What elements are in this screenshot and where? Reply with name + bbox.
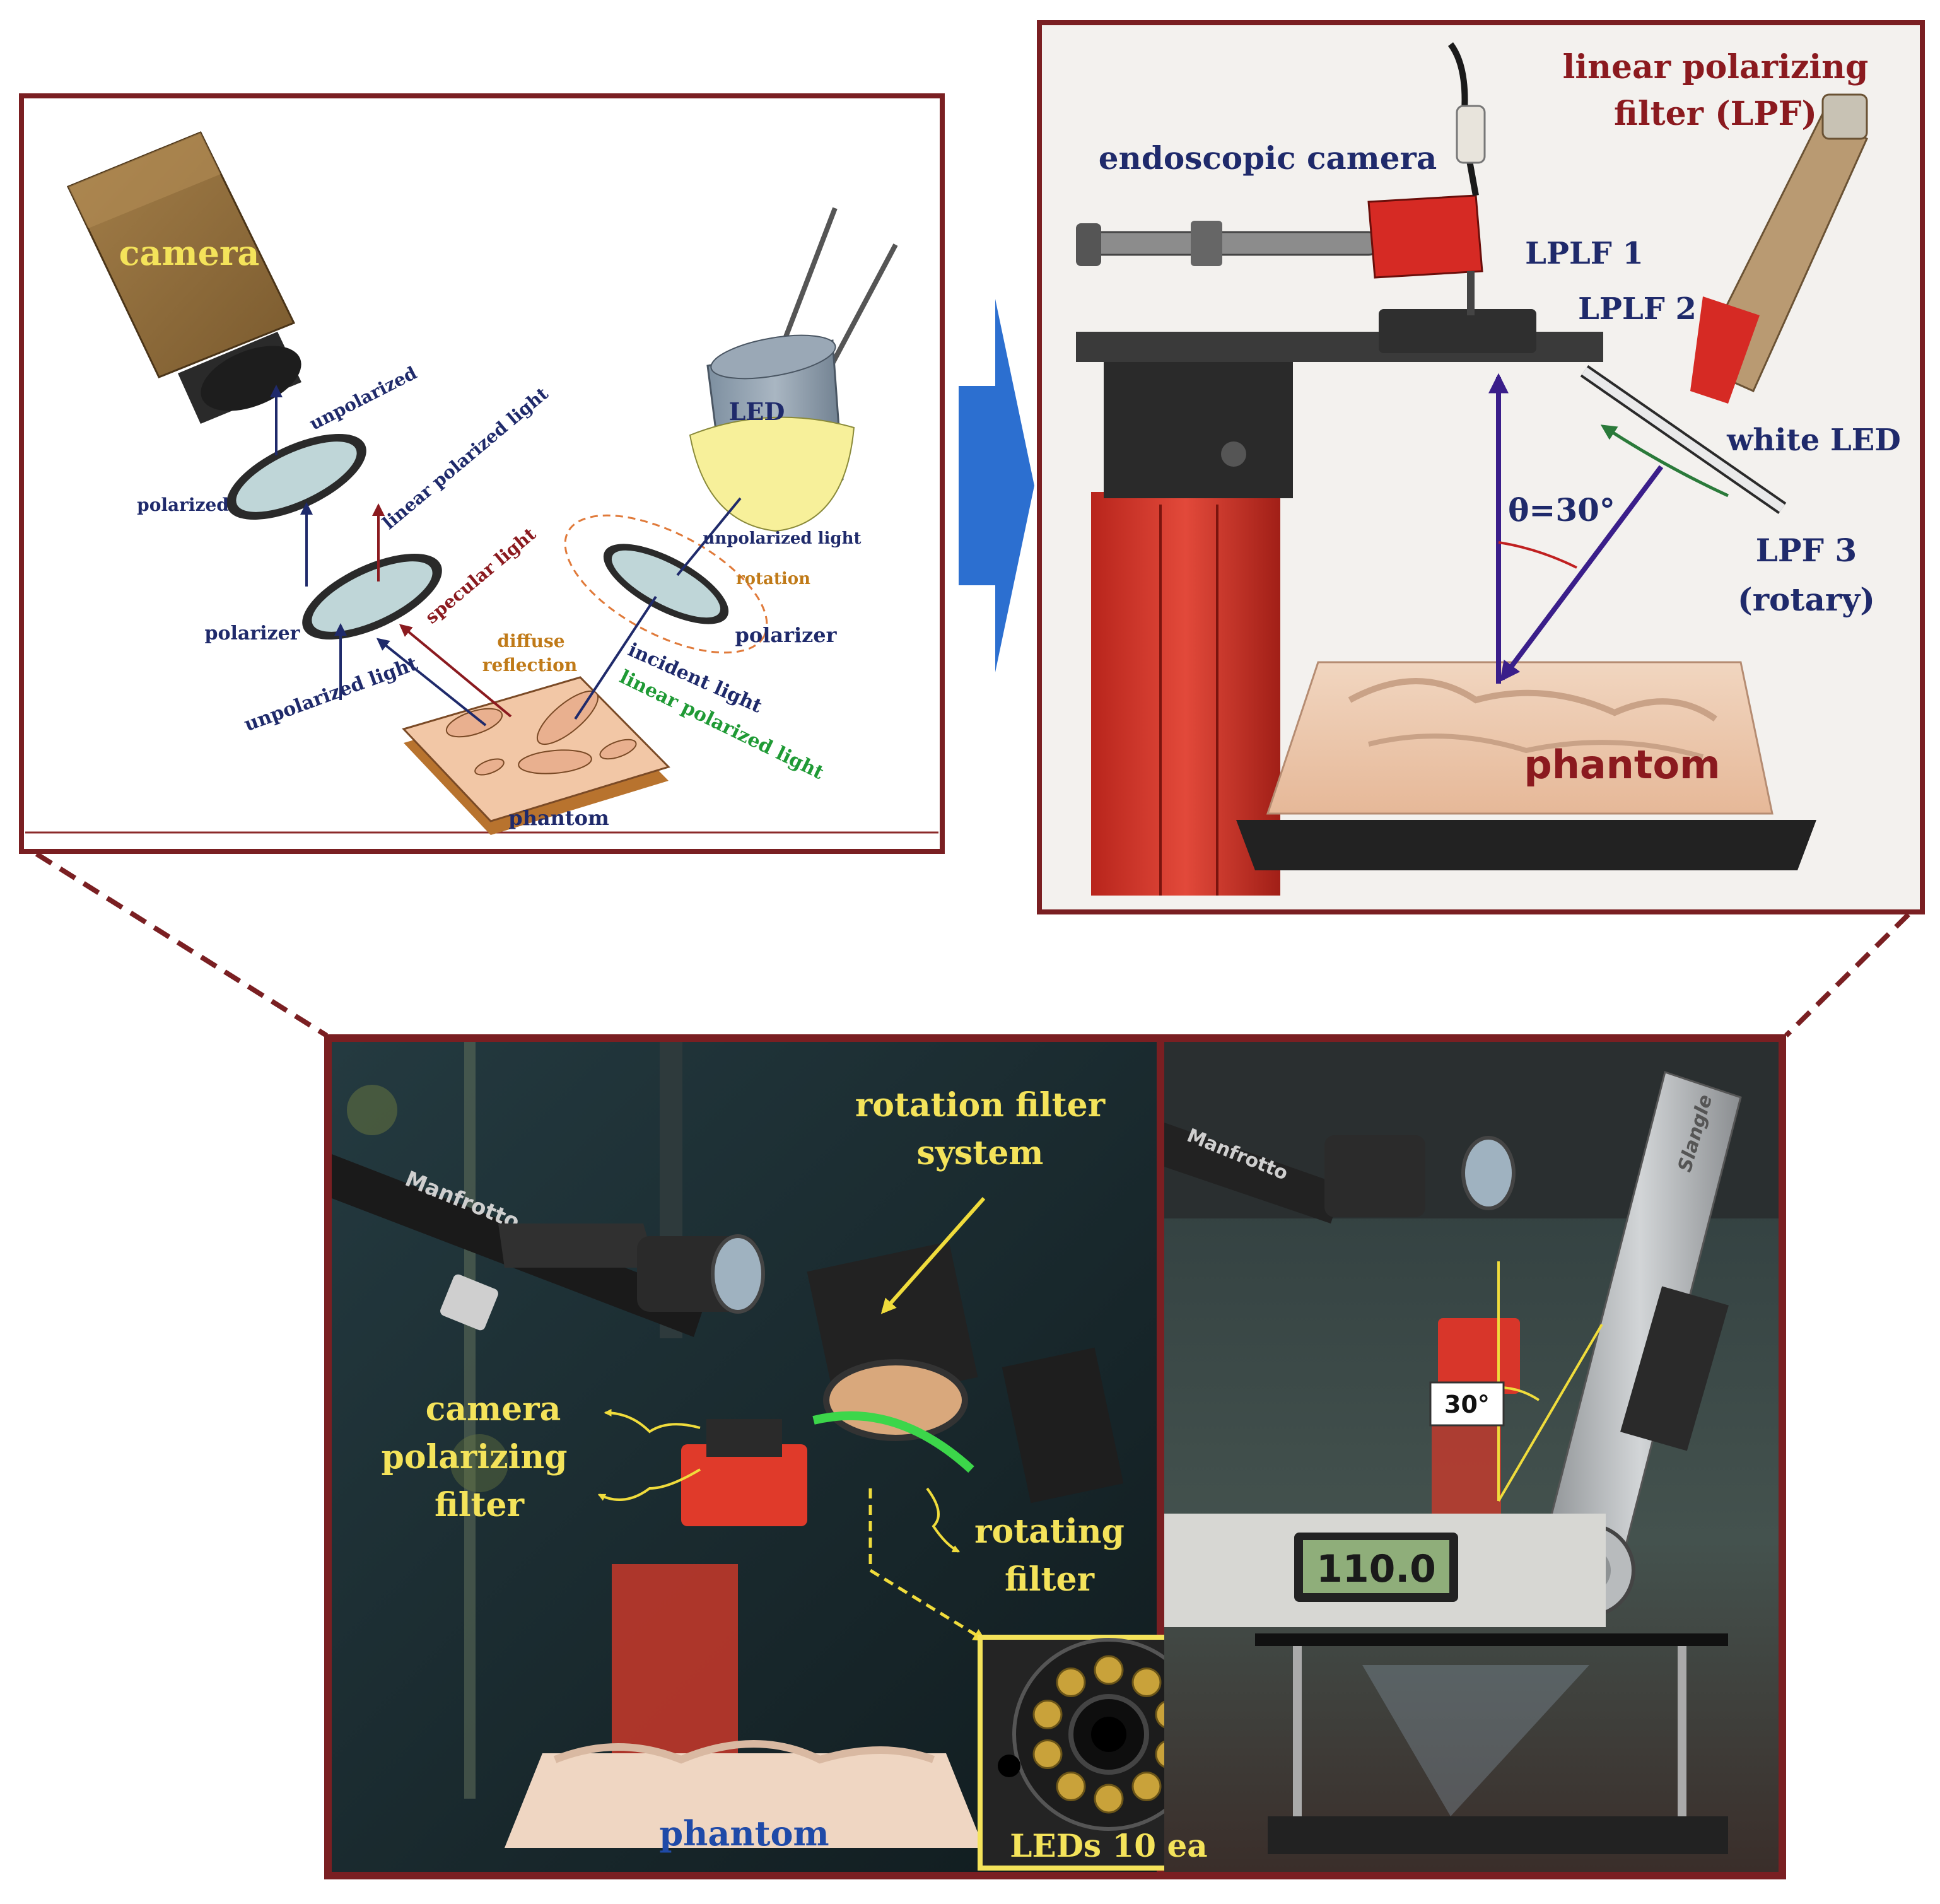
leds-label: LEDs 10 ea [1010, 1827, 1207, 1864]
rotating-filter-label-line1: rotating [974, 1512, 1125, 1551]
lower-polarizer-icon [302, 553, 442, 640]
display-reading: 110.0 [1316, 1547, 1436, 1591]
bottom-photo-panel: Manfrotto [324, 1034, 1786, 1879]
theta-label: θ=30° [1508, 491, 1615, 529]
diffuse-label: diffuse [497, 631, 564, 651]
filter-housing [1379, 309, 1536, 353]
led-dot [1056, 1772, 1086, 1801]
polarizer-right-label: polarizer [735, 623, 837, 647]
lpf-label-line1: linear polarizing [1563, 48, 1869, 86]
white-led-label: white LED [1726, 423, 1901, 458]
leds-dashed-arrow [868, 1488, 986, 1642]
led-dot [1056, 1667, 1086, 1697]
camera-label: camera [119, 233, 260, 273]
angle-label: 30° [1444, 1391, 1490, 1418]
camera-icon [66, 131, 301, 424]
led-icon [689, 207, 898, 532]
rotary-arc-arrow [1600, 424, 1729, 498]
setup-photo-panel: endoscopic camera linear polarizing filt… [1037, 20, 1925, 914]
led-dot [1094, 1655, 1124, 1685]
led-label: LED [729, 397, 785, 426]
lpf3-label-line2: (rotary) [1738, 581, 1875, 618]
lpf-clamp-icon [1690, 93, 1868, 404]
rotation-dashed-ring [564, 514, 768, 654]
process-arrow-icon [959, 299, 1034, 672]
right-polarizer-icon [564, 514, 768, 654]
right-connector-line [1784, 913, 1910, 1037]
led-dot [1032, 1700, 1063, 1729]
rotation-filter-label-line1: rotation filter [855, 1086, 1106, 1124]
black-mount [1104, 353, 1293, 498]
lplf1-label: LPLF 1 [1525, 236, 1644, 271]
camera-filter-block [681, 1444, 807, 1526]
lpf-label-line2: filter (LPF) [1614, 95, 1817, 133]
setup-phantom-icon [1236, 661, 1816, 870]
left-connector-line [35, 851, 329, 1038]
lpf3-label-line1: LPF 3 [1756, 532, 1857, 569]
rotating-filter-label-line2: filter [1005, 1560, 1095, 1599]
incident-light-line [574, 595, 657, 720]
rotation-filter-arrow [880, 1197, 986, 1314]
incident-ray-arrow [1500, 465, 1664, 682]
camera-filter-label-line1: camera [426, 1390, 561, 1428]
polarizer-left-label: polarizer [205, 622, 301, 645]
endoscopic-camera-label: endoscopic camera [1099, 139, 1437, 177]
led-dot [1094, 1784, 1124, 1814]
rotating-filter-arrow [926, 1487, 961, 1553]
angle-arc [1498, 541, 1577, 569]
unpolarized-light-right-label: unpolarized light [703, 529, 861, 548]
led-dot [1131, 1667, 1162, 1697]
camera-filter-label-line3: filter [435, 1486, 525, 1524]
camera-filter-label-line2: polarizing [381, 1438, 567, 1476]
lplf2-label: LPLF 2 [1578, 291, 1697, 327]
polarized-label: polarized [137, 494, 229, 515]
rotation-filter-label-line2: system [917, 1134, 1044, 1172]
upper-polarizer-icon [226, 433, 366, 520]
bottom-phantom-label: phantom [659, 1813, 829, 1854]
endoscopic-camera-icon [1076, 42, 1486, 315]
camera-filter-arrow-top [604, 1409, 701, 1434]
schematic-panel: camera LED [19, 93, 945, 854]
led-dot [1032, 1739, 1063, 1769]
led-dot [1131, 1772, 1162, 1801]
angle-label-box [1429, 1381, 1505, 1427]
specular-arrow [399, 624, 512, 718]
schematic-phantom-label: phantom [508, 806, 609, 830]
setup-phantom-label: phantom [1524, 742, 1720, 788]
unpolarized-light-arrow [376, 638, 487, 727]
bottom-phantom-icon [505, 1753, 984, 1848]
camera-filter-arrow-bottom [597, 1468, 701, 1501]
rotation-green-arc [812, 1411, 974, 1473]
rotation-label: rotation [736, 569, 810, 588]
reflection-label: reflection [482, 655, 577, 675]
angle-line-diagonal [1497, 1323, 1603, 1502]
led-to-polarizer-line [676, 497, 742, 576]
